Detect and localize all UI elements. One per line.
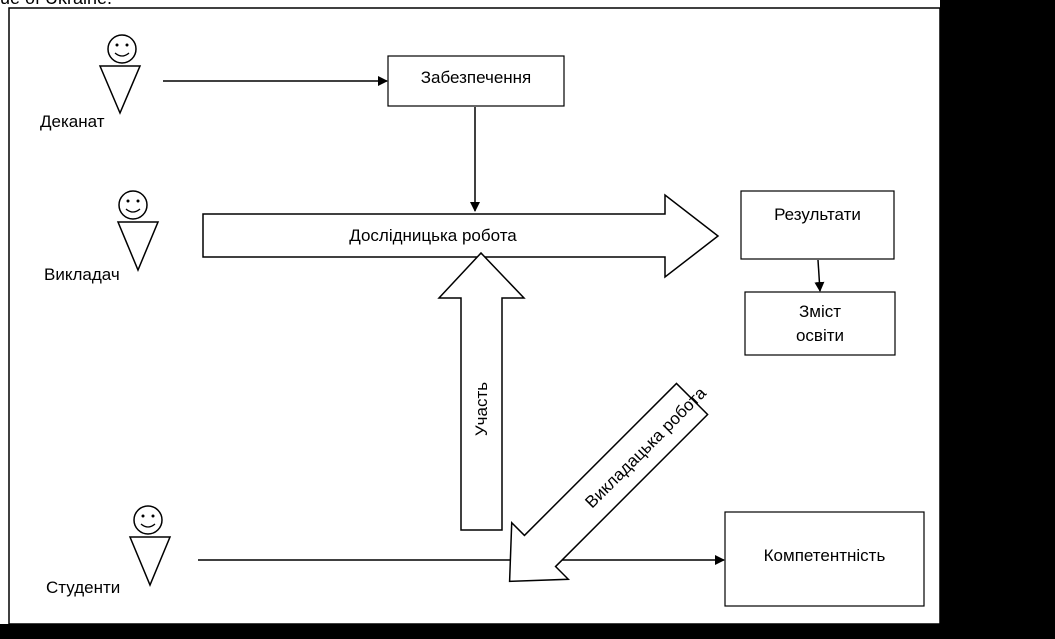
teacher-actor-icon [116, 190, 160, 272]
competence-box [724, 511, 925, 607]
dean-label: Деканат [40, 112, 105, 131]
content-box-line-1: Зміст [798, 301, 842, 321]
results-to-content-arrow [814, 259, 825, 292]
support-box [387, 55, 565, 107]
participation-arrow-label: Участь [472, 381, 491, 437]
content-box-line-2: освіти [795, 325, 845, 345]
teacher-label: Викладач [44, 265, 120, 284]
students-actor-icon [128, 505, 172, 587]
teaching-block-arrow [508, 382, 709, 583]
content-box [744, 291, 896, 356]
students-label: Студенти [46, 578, 121, 597]
research-block-arrow [202, 193, 720, 279]
diagram-frame [8, 7, 941, 625]
participation-block-arrow [437, 251, 526, 531]
dean-actor-icon [98, 34, 142, 115]
content-box-label: Зміст освіти [745, 292, 895, 355]
results-box-label: Результати [774, 205, 861, 224]
competence-box-label: Компетентність [763, 546, 886, 565]
clipped-top-text: ue of Ukraine. [0, 0, 180, 12]
support-box-label: Забезпечення [420, 68, 532, 87]
results-box [740, 190, 895, 260]
clipped-top-text-fragment: ue of Ukraine. [0, 0, 112, 9]
research-arrow-label: Дослідницька робота [349, 225, 517, 245]
